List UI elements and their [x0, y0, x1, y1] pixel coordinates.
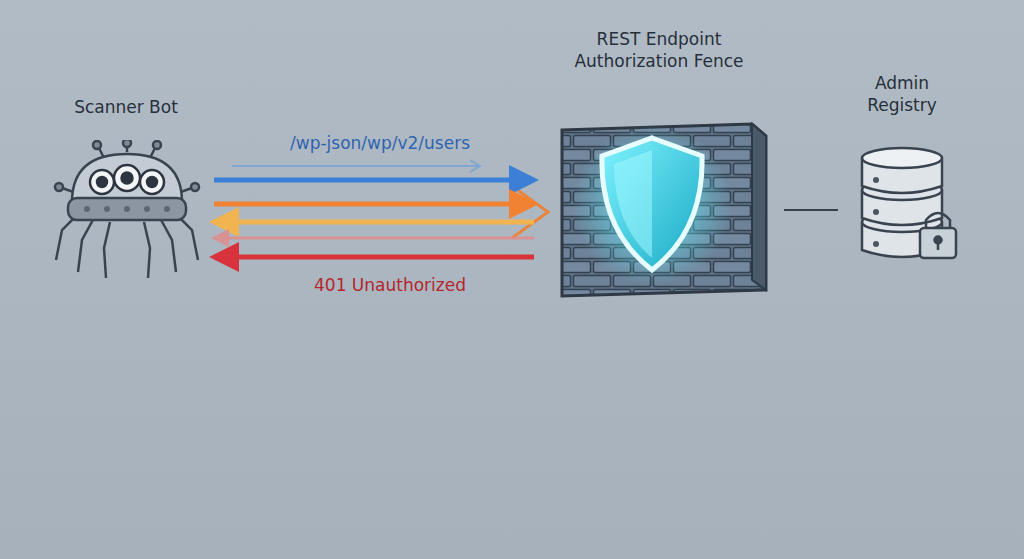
request-arrow	[214, 255, 534, 260]
icon-node: REST Endpoint Authorization Fence	[538, 28, 780, 300]
database-lock	[842, 132, 962, 276]
request-arrow	[214, 202, 534, 207]
deflection-mark	[512, 186, 548, 238]
request-arrow	[214, 220, 534, 225]
request-arrow	[214, 178, 534, 183]
icon-node: Admin Registry	[842, 72, 962, 272]
node-label: REST Endpoint Authorization Fence	[557, 28, 762, 72]
request-arrow	[214, 237, 534, 240]
request-arrow	[784, 209, 838, 211]
edge-label: /wp-json/wp/v2/users	[287, 132, 473, 154]
icon-node: Scanner Bot	[42, 96, 210, 290]
robot-icon	[42, 140, 212, 294]
faint-trace-head	[470, 160, 480, 172]
edge-label: 401 Unauthorized	[311, 274, 469, 296]
node-label: Admin Registry	[852, 72, 952, 116]
firewall-shield	[552, 120, 772, 304]
faint-trace	[232, 165, 478, 167]
node-label: Scanner Bot	[46, 96, 206, 118]
